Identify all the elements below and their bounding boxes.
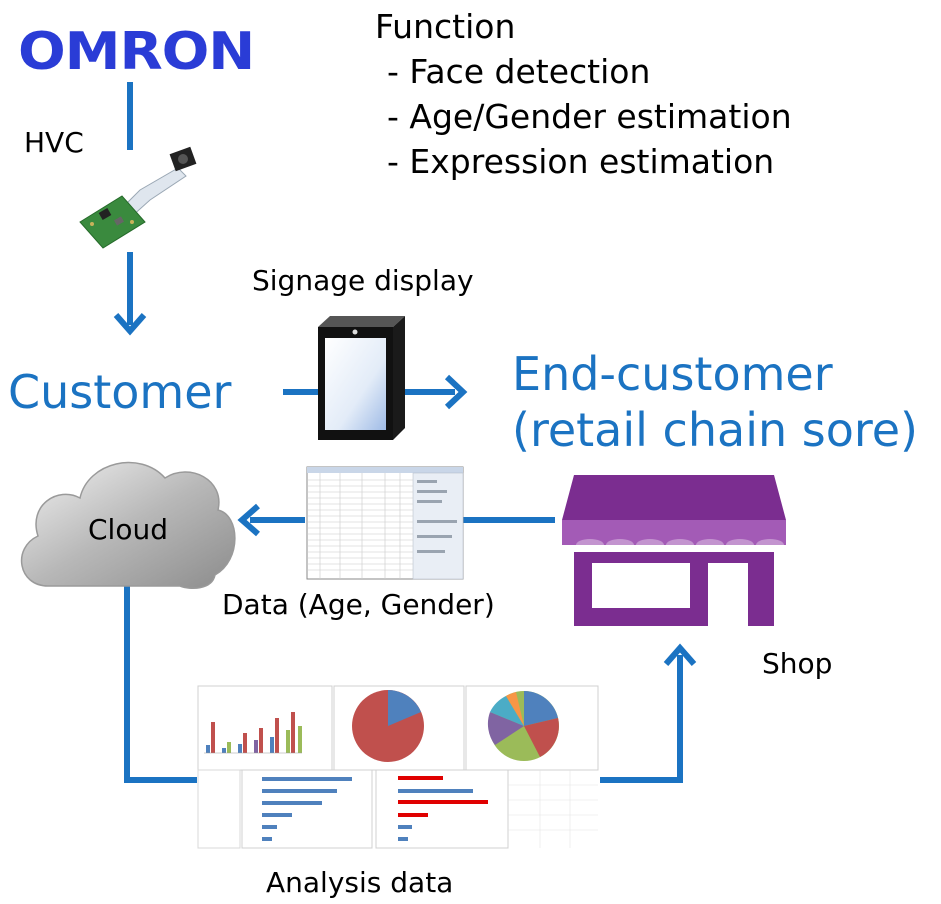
shop-image: [562, 475, 786, 626]
arrow-down-to-customer: [113, 252, 147, 336]
hvc-label: HVC: [24, 126, 84, 159]
signage-display-image: [318, 316, 405, 440]
cloud-shape: [20, 461, 236, 589]
function-title: Function: [375, 7, 516, 46]
function-list: Function - Face detection - Age/Gender e…: [375, 4, 792, 184]
cloud-to-analysis-line: [124, 578, 197, 783]
end-customer-label: End-customer (retail chain sore): [512, 346, 918, 458]
shop-label: Shop: [762, 647, 833, 680]
end-customer-line-2: (retail chain sore): [512, 403, 919, 457]
arrow-signage-to-end-customer: [405, 374, 468, 410]
data-spreadsheet-image: [306, 466, 464, 580]
analysis-data-image: [197, 685, 599, 849]
function-item-face-detection: - Face detection: [387, 52, 651, 91]
data-label: Data (Age, Gender): [222, 588, 495, 621]
end-customer-line-1: End-customer: [512, 347, 833, 401]
cloud-label: Cloud: [88, 513, 168, 546]
function-item-age-gender: - Age/Gender estimation: [387, 97, 792, 136]
arrow-analysis-to-shop: [600, 643, 697, 783]
customer-label: Customer: [8, 365, 232, 419]
arrow-data-to-cloud: [237, 503, 305, 537]
hvc-board-image: [79, 146, 197, 249]
signage-display-label: Signage display: [252, 264, 474, 297]
function-item-expression: - Expression estimation: [387, 142, 775, 181]
analysis-data-label: Analysis data: [266, 866, 454, 899]
omron-logo: OMRON: [18, 22, 255, 82]
